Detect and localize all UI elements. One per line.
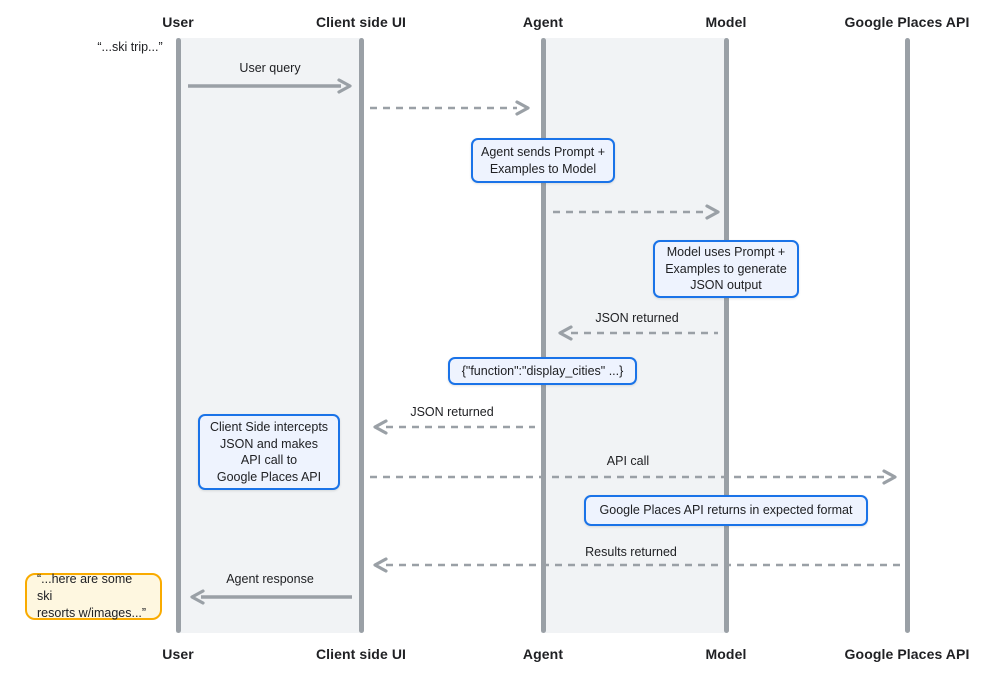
arrow-api-call xyxy=(370,469,897,485)
note-function-display-cities: {"function":"display_cities" ...} xyxy=(448,357,637,385)
participant-top-user: User xyxy=(162,14,194,30)
arrow-agent-response xyxy=(190,589,352,605)
participant-bottom-google-places-api: Google Places API xyxy=(844,646,970,662)
message-label-json-returned-agent: JSON returned xyxy=(410,405,494,419)
participant-bottom-agent: Agent xyxy=(522,646,564,662)
lifeline-google-places-api xyxy=(905,38,910,633)
activation-band-agent-model xyxy=(541,38,728,633)
arrow-results-returned xyxy=(373,557,902,573)
participant-top-google-places-api: Google Places API xyxy=(844,14,970,30)
arrow-user-query xyxy=(188,78,352,94)
user-quote-ski-trip: “...ski trip...” xyxy=(97,40,163,54)
participant-bottom-client-side-ui: Client side UI xyxy=(315,646,407,662)
message-label-user-query: User query xyxy=(239,61,301,75)
note-places-returns-format: Google Places API returns in expected fo… xyxy=(584,495,868,526)
participant-bottom-model: Model xyxy=(705,646,747,662)
message-label-api-call: API call xyxy=(606,454,650,468)
arrow-json-returned-model-to-agent xyxy=(558,325,718,341)
note-model-generates-json: Model uses Prompt + Examples to generate… xyxy=(653,240,799,298)
arrow-ui-to-agent xyxy=(370,100,530,116)
note-client-intercepts-json: Client Side intercepts JSON and makes AP… xyxy=(198,414,340,490)
lifeline-model xyxy=(724,38,729,633)
activation-band-user-clientui xyxy=(176,38,363,633)
lifeline-user xyxy=(176,38,181,633)
participant-top-agent: Agent xyxy=(522,14,564,30)
lifeline-client-side-ui xyxy=(359,38,364,633)
arrow-json-returned-agent-to-ui xyxy=(373,419,535,435)
participant-bottom-user: User xyxy=(162,646,194,662)
arrow-agent-to-model xyxy=(553,204,720,220)
participant-top-client-side-ui: Client side UI xyxy=(315,14,407,30)
user-quote-ski-resorts: “...here are some ski resorts w/images..… xyxy=(25,572,162,620)
message-label-json-returned-model: JSON returned xyxy=(595,311,679,325)
message-label-agent-response: Agent response xyxy=(226,572,314,586)
message-label-results-returned: Results returned xyxy=(585,545,677,559)
note-agent-sends-prompt: Agent sends Prompt + Examples to Model xyxy=(471,138,615,183)
lifeline-agent xyxy=(541,38,546,633)
participant-top-model: Model xyxy=(705,14,747,30)
